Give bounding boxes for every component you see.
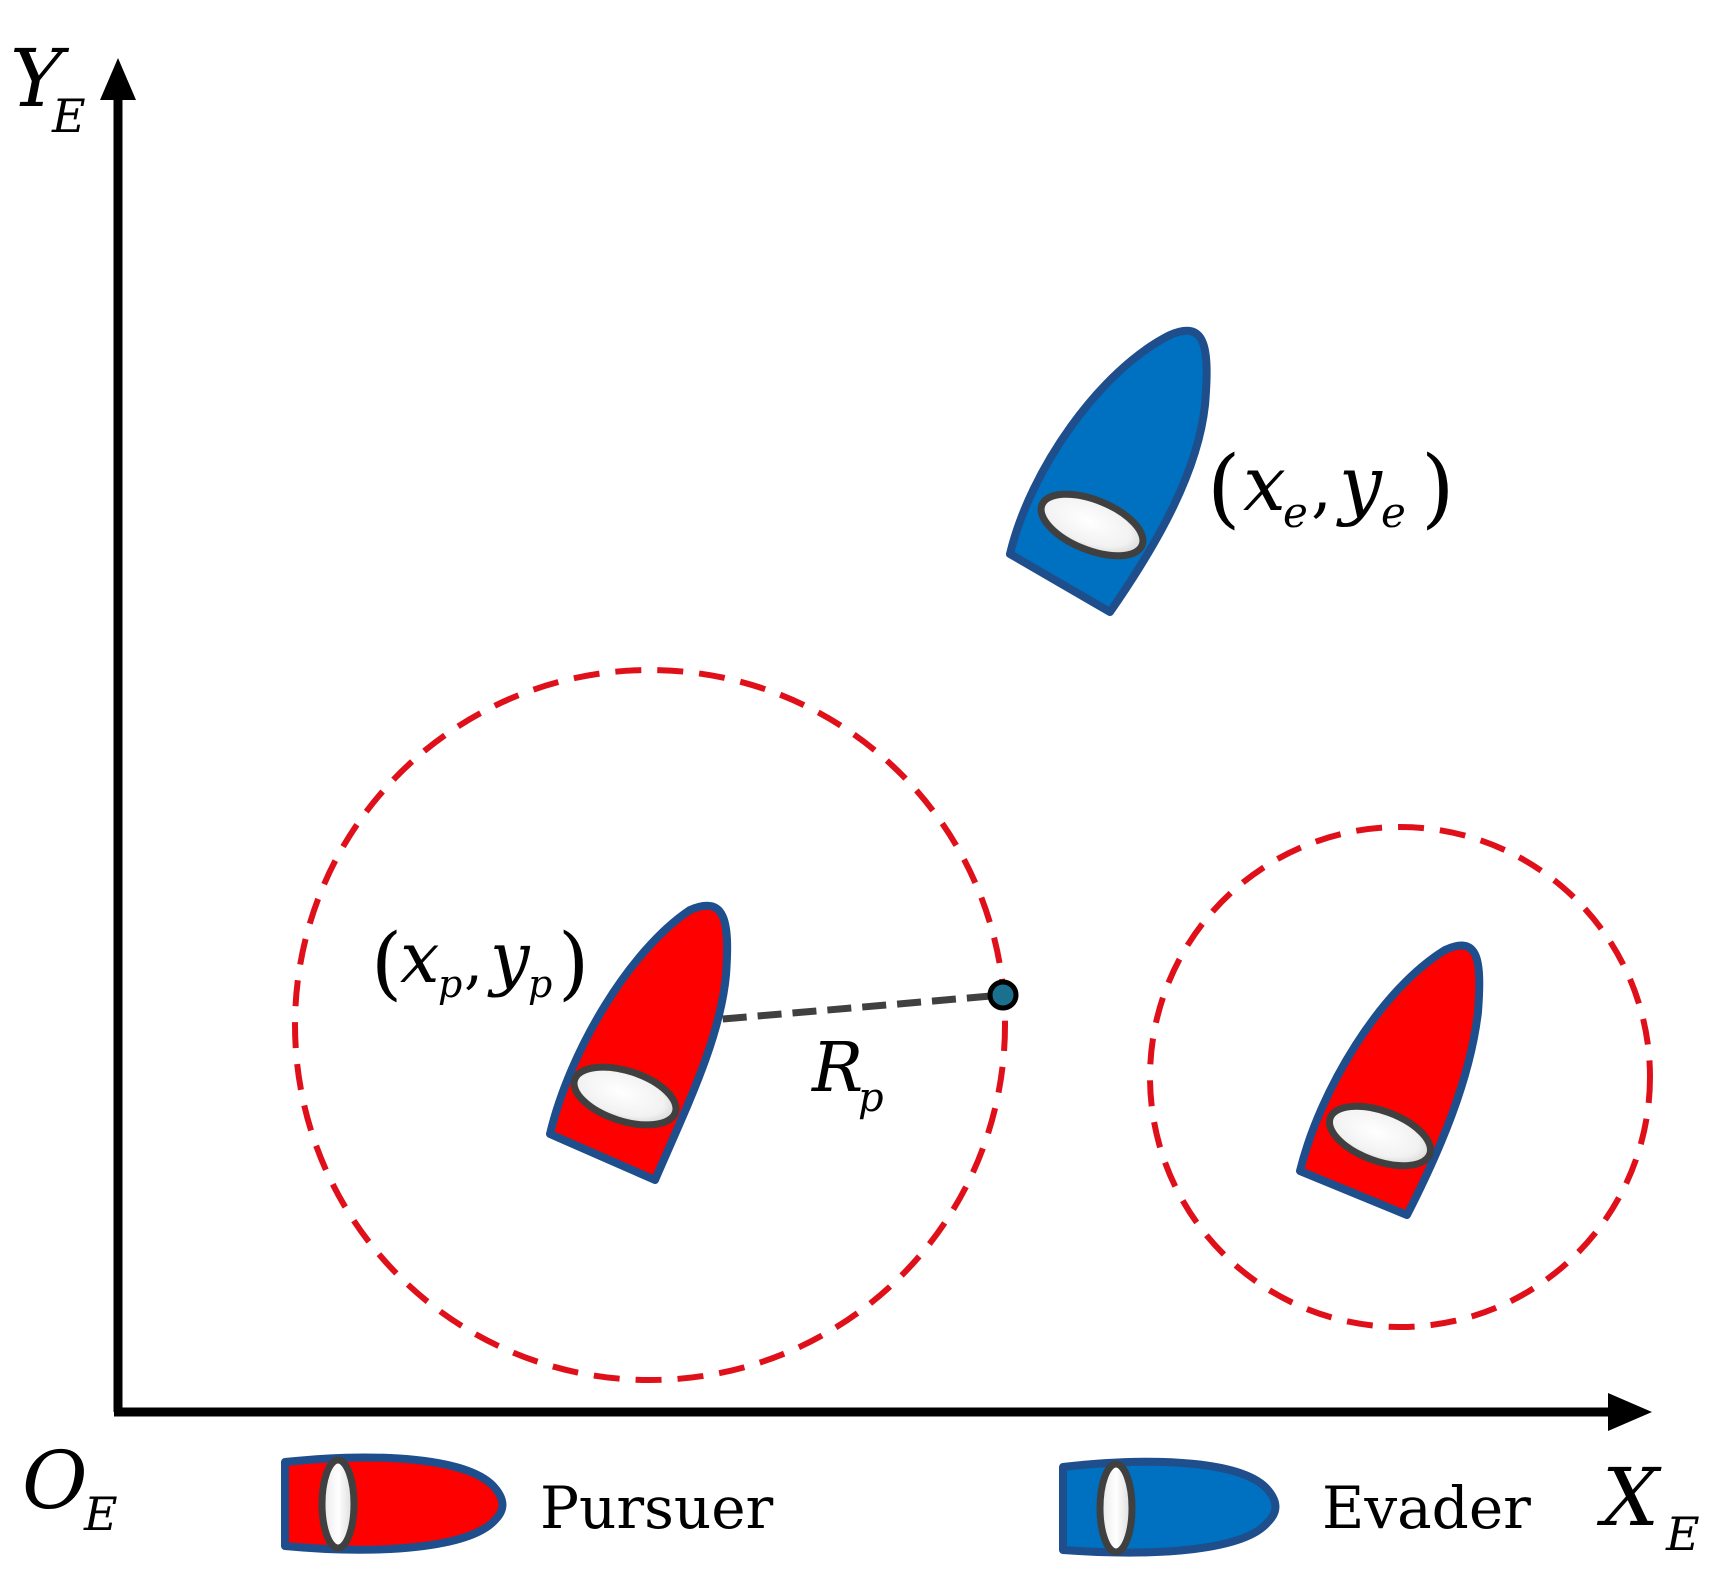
pursuer-boat-hull-2 (1296, 941, 1484, 1219)
origin-label: O (22, 1434, 88, 1527)
pursuer-coord-x-sub: p (438, 962, 462, 1006)
x-axis-subscript: E (1665, 1507, 1700, 1561)
boat-icon (1296, 941, 1484, 1219)
evader-coord-open: ( (1207, 438, 1241, 538)
coordinate-axes (100, 58, 1652, 1431)
x-axis-arrow (1608, 1393, 1652, 1431)
dot-icon (987, 979, 1019, 1011)
y-axis-arrow (100, 58, 136, 100)
radius-subscript: p (858, 1075, 884, 1121)
x-axis-label: X (1596, 1451, 1662, 1544)
boat-icon (1006, 326, 1211, 616)
pursuer-coord-y: y (487, 917, 531, 999)
pursuer-boat-window-2 (1325, 1102, 1435, 1170)
evader-coord-y: y (1336, 439, 1383, 528)
pursuer-capture-range-circle-2 (1147, 824, 1653, 1330)
pursuer-coord-open: ( (371, 916, 402, 1009)
y-axis-subscript: E (51, 89, 86, 143)
boat-icon (281, 1453, 507, 1554)
legend-pursuer-window (318, 1456, 358, 1552)
pursuer-capture-range-circle (292, 667, 1008, 1383)
evader-coord-comma: , (1311, 449, 1332, 526)
boat-icon (1059, 1457, 1280, 1557)
pursuer-coordinate-label: ( x p , y p ) (371, 916, 589, 1009)
radius-label: R (810, 1029, 863, 1108)
pursuer-coord-close: ) (558, 916, 589, 1009)
legend-pursuer-hull (281, 1453, 507, 1554)
legend-evader-label: Evader (1322, 1474, 1531, 1542)
evader-boat-window (1037, 490, 1147, 560)
legend: Pursuer Evader (281, 1453, 1531, 1557)
origin-subscript: E (83, 1487, 118, 1541)
pursuer-coord-y-sub: p (528, 962, 552, 1006)
legend-pursuer-label: Pursuer (540, 1474, 774, 1542)
evader-coord-x: x (1243, 439, 1286, 528)
y-axis-label: Y (10, 32, 70, 125)
evader-coordinate-label: ( x e , y e ) (1207, 438, 1455, 538)
pursuer-boat-window (570, 1063, 680, 1129)
evader-boat-hull (1006, 326, 1211, 616)
boat-icon (546, 901, 732, 1184)
pursuer-coord-x: x (400, 917, 439, 999)
evader-coord-x-sub: e (1283, 488, 1308, 537)
evader-coord-close: ) (1421, 438, 1455, 538)
legend-evader-hull (1059, 1457, 1280, 1557)
legend-evader-window (1096, 1460, 1136, 1556)
evader-coord-y-sub: e (1381, 488, 1406, 537)
pursuer-coord-comma: , (464, 927, 483, 997)
